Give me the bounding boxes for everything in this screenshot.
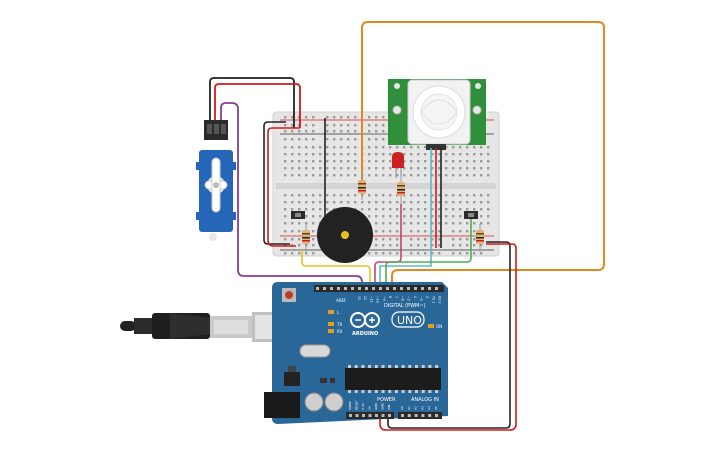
wire-bb-red-right (379, 243, 517, 431)
analog-pin-label: A1 (407, 406, 411, 410)
wire-pir-teal (379, 148, 432, 290)
digital-pin-label: TX 1 (431, 295, 435, 303)
tx-label: TX (336, 322, 342, 327)
pir-sensor[interactable]: PIR Sensor (388, 79, 490, 150)
analog-label: ANALOG IN (411, 397, 439, 403)
atmega-chip (345, 368, 441, 390)
dc-jack (264, 392, 300, 418)
wire-green (385, 219, 472, 290)
digital-pin-label: RX 0 (438, 296, 442, 303)
digital-label: DIGITAL (PWM~) (384, 303, 426, 309)
servo-motor[interactable] (196, 77, 363, 288)
power-pin-label: GND (374, 402, 378, 410)
analog-pin-label: A3 (420, 406, 424, 410)
resistor-4[interactable] (476, 224, 484, 252)
led-l-label: L (337, 310, 340, 315)
digital-pin-label: ~3 (419, 296, 423, 301)
power-pin-label: VIN (387, 405, 391, 410)
ldr-sensor-right[interactable] (464, 211, 478, 219)
power-pin-label: 5V (368, 405, 372, 410)
digital-pin-label: 8 (388, 296, 392, 298)
digital-pin-label: 12 (363, 296, 367, 300)
digital-pin-label: ~9 (382, 296, 386, 301)
usb-cable[interactable] (120, 312, 286, 342)
red-led[interactable] (392, 152, 404, 178)
ldr-sensor-left[interactable] (291, 211, 305, 219)
wire-servo-red (214, 83, 301, 128)
pir-label: PIR Sensor (485, 96, 490, 118)
power-pin-label: IOREF (348, 401, 352, 410)
arduino-logo (350, 312, 380, 328)
wire-orange-pir (361, 21, 605, 288)
digital-pin-label: ~5 (407, 296, 411, 301)
aref-label: AREF (336, 298, 347, 303)
analog-pin-label: A4 (427, 406, 431, 410)
rx-label: RX (337, 329, 343, 334)
digital-pin-label: ~10 (376, 296, 380, 303)
analog-pin-label: A2 (414, 406, 418, 410)
on-label: ON (436, 324, 442, 329)
arduino-model: UNO (397, 314, 422, 327)
digital-pin-label: ~11 (369, 296, 373, 303)
resistor-2[interactable] (397, 176, 405, 204)
power-pin-label: 3.3V (361, 402, 365, 410)
piezo-buzzer[interactable] (317, 207, 373, 263)
wire-yellow (301, 250, 371, 290)
arduino-brand: ARDUINO (352, 331, 378, 337)
digital-pin-label: ~6 (400, 296, 404, 301)
power-pin-label: GND (381, 402, 385, 410)
analog-header (398, 412, 442, 419)
analog-pin-label: A0 (400, 406, 404, 410)
digital-pin-label: 13 (357, 296, 361, 300)
wire-servo-black (209, 77, 295, 128)
digital-pin-label: 7 (394, 296, 398, 298)
wire-servo-purple (220, 102, 363, 288)
resistor-3[interactable] (302, 224, 310, 252)
wire-bb-red-left (267, 127, 300, 247)
analog-pin-label: A5 (434, 406, 438, 410)
wire-bb-black-right (387, 241, 511, 429)
power-label: POWER (377, 397, 396, 403)
wire-bb-black-left (263, 121, 290, 245)
digital-pin-label: 2 (425, 296, 429, 298)
digital-pin-label: 4 (413, 296, 417, 298)
resistor-1[interactable] (358, 172, 366, 200)
power-pin-label: RESET (355, 400, 359, 410)
